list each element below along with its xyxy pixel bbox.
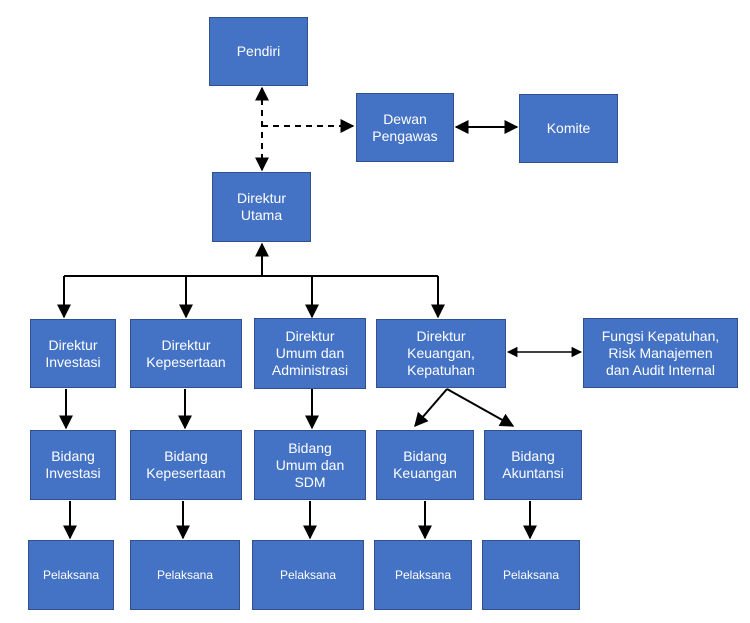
box-direktur-investasi: Direktur Investasi — [30, 319, 116, 388]
box-bidang-kepesertaan: Bidang Kepesertaan — [130, 430, 242, 500]
box-direktur-utama: Direktur Utama — [212, 172, 311, 242]
box-dewan-pengawas: Dewan Pengawas — [356, 93, 454, 162]
box-komite: Komite — [519, 94, 618, 163]
box-fungsi-kepatuhan: Fungsi Kepatuhan, Risk Manajemen dan Aud… — [583, 318, 738, 388]
box-pelaksana-investasi: Pelaksana — [28, 540, 114, 610]
box-direktur-keuangan: Direktur Keuangan, Kepatuhan — [376, 319, 506, 388]
box-bidang-umum: Bidang Umum dan SDM — [254, 430, 366, 500]
box-direktur-kepesertaan: Direktur Kepesertaan — [130, 319, 242, 388]
box-bidang-akuntansi: Bidang Akuntansi — [484, 430, 582, 500]
box-pelaksana-akuntansi: Pelaksana — [482, 540, 580, 610]
box-pelaksana-kepesertaan: Pelaksana — [130, 540, 240, 610]
connector-keuangan-bidang-akuntansi — [446, 388, 515, 427]
box-pelaksana-keuangan: Pelaksana — [374, 540, 472, 610]
connector-keuangan-bidang-keuangan — [414, 388, 448, 428]
box-bidang-keuangan: Bidang Keuangan — [376, 430, 474, 500]
box-pelaksana-umum: Pelaksana — [252, 540, 364, 610]
box-bidang-investasi: Bidang Investasi — [30, 430, 116, 500]
box-direktur-umum: Direktur Umum dan Administrasi — [254, 318, 366, 389]
box-pendiri: Pendiri — [209, 17, 308, 86]
